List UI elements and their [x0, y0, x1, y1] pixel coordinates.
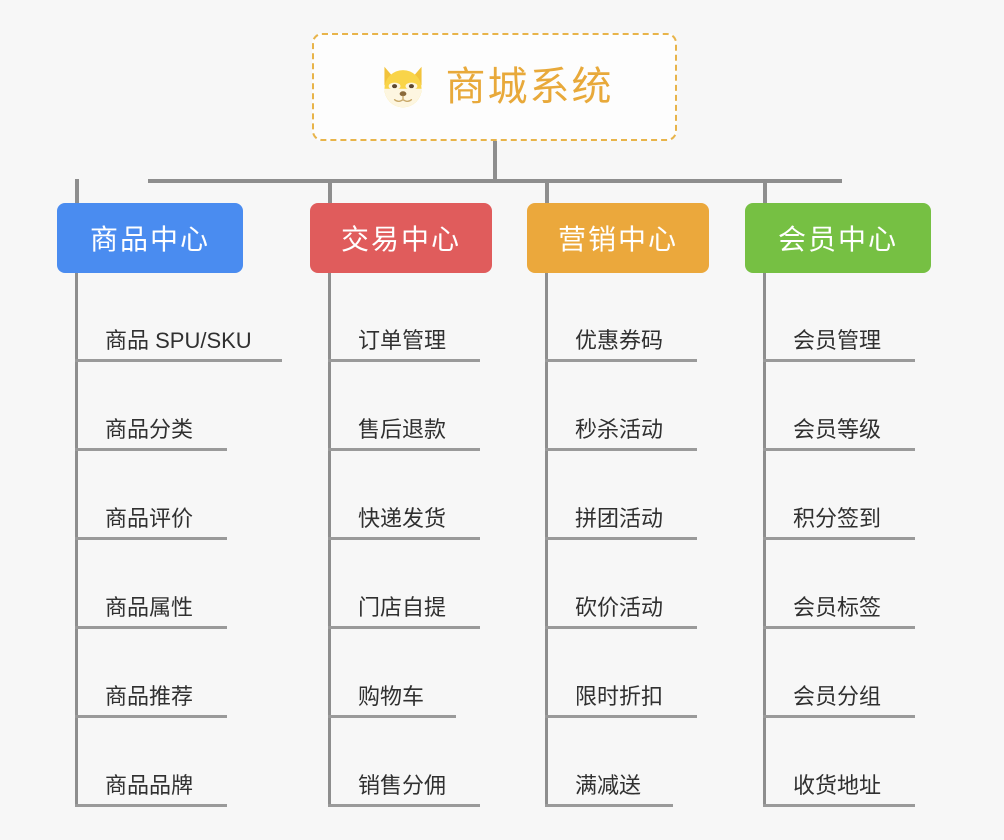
leaf-label: 限时折扣 — [575, 683, 664, 709]
leaf-item[interactable]: 限时折扣 — [545, 629, 697, 718]
leaf-item[interactable]: 商品推荐 — [75, 629, 227, 718]
leaf-label: 订单管理 — [358, 327, 447, 353]
leaf-label: 门店自提 — [358, 594, 447, 620]
leaf-label: 秒杀活动 — [575, 416, 664, 442]
connector-root-stem — [493, 141, 497, 181]
connector-drop-product-center — [75, 179, 79, 203]
leaf-item[interactable]: 商品属性 — [75, 540, 227, 629]
branch-trunk-product-center — [75, 273, 78, 807]
leaf-label: 商品属性 — [105, 594, 194, 620]
leaf-item[interactable]: 商品 SPU/SKU — [75, 273, 282, 362]
leaf-item[interactable]: 收货地址 — [763, 718, 915, 807]
leaf-underline — [75, 359, 282, 362]
leaf-item[interactable]: 秒杀活动 — [545, 362, 697, 451]
leaf-underline — [763, 448, 915, 451]
category-box-trade-center[interactable]: 交易中心 — [310, 203, 492, 273]
leaf-label: 会员标签 — [793, 594, 882, 620]
category-box-product-center[interactable]: 商品中心 — [57, 203, 243, 273]
leaf-underline — [75, 804, 227, 807]
leaf-underline — [328, 626, 480, 629]
dog-face-emoji — [383, 66, 422, 108]
leaf-underline — [545, 448, 697, 451]
leaf-item[interactable]: 会员管理 — [763, 273, 915, 362]
category-box-member-center[interactable]: 会员中心 — [745, 203, 931, 273]
leaf-item[interactable]: 商品品牌 — [75, 718, 227, 807]
root-node-content: 商城系统 — [376, 60, 614, 114]
leaf-item[interactable]: 售后退款 — [328, 362, 480, 451]
leaf-label: 拼团活动 — [575, 505, 664, 531]
leaf-underline — [545, 804, 673, 807]
category-label-marketing-center: 营销中心 — [557, 224, 678, 255]
branch-trunk-trade-center — [328, 273, 331, 807]
leaf-item[interactable]: 购物车 — [328, 629, 456, 718]
leaf-label: 商品推荐 — [105, 683, 194, 709]
leaf-label: 收货地址 — [793, 772, 882, 798]
leaf-item[interactable]: 订单管理 — [328, 273, 480, 362]
leaf-item[interactable]: 积分签到 — [763, 451, 915, 540]
connector-drop-member-center — [763, 179, 767, 203]
leaf-label: 快递发货 — [358, 505, 447, 531]
leaf-underline — [545, 715, 697, 718]
leaf-label: 会员管理 — [793, 327, 882, 353]
leaf-underline — [545, 537, 697, 540]
leaf-label: 商品 SPU/SKU — [105, 327, 252, 353]
leaf-underline — [763, 804, 915, 807]
leaf-underline — [763, 715, 915, 718]
leaf-label: 优惠券码 — [575, 327, 664, 353]
leaf-label: 会员分组 — [793, 683, 882, 709]
leaf-underline — [328, 715, 456, 718]
leaf-item[interactable]: 快递发货 — [328, 451, 480, 540]
connector-drop-trade-center — [328, 179, 332, 203]
leaf-item[interactable]: 优惠券码 — [545, 273, 697, 362]
branch-trunk-member-center — [763, 273, 766, 807]
leaf-underline — [328, 537, 480, 540]
leaf-item[interactable]: 会员等级 — [763, 362, 915, 451]
branch-trunk-marketing-center — [545, 273, 548, 807]
leaf-underline — [328, 448, 480, 451]
leaf-label: 销售分佣 — [358, 772, 447, 798]
leaf-underline — [328, 804, 480, 807]
leaf-item[interactable]: 会员分组 — [763, 629, 915, 718]
leaf-underline — [763, 626, 915, 629]
leaf-label: 购物车 — [358, 683, 425, 709]
leaf-underline — [75, 448, 227, 451]
category-box-marketing-center[interactable]: 营销中心 — [527, 203, 709, 273]
leaf-underline — [328, 359, 480, 362]
leaf-underline — [75, 715, 227, 718]
category-label-member-center: 会员中心 — [777, 224, 898, 255]
leaf-label: 满减送 — [575, 772, 642, 798]
leaf-item[interactable]: 拼团活动 — [545, 451, 697, 540]
leaf-item[interactable]: 门店自提 — [328, 540, 480, 629]
connector-horizontal-bar — [148, 179, 842, 183]
root-node[interactable]: 商城系统 — [312, 33, 677, 141]
leaf-underline — [763, 537, 915, 540]
leaf-item[interactable]: 满减送 — [545, 718, 673, 807]
leaf-item[interactable]: 商品分类 — [75, 362, 227, 451]
leaf-item[interactable]: 商品评价 — [75, 451, 227, 540]
leaf-underline — [545, 626, 697, 629]
category-label-trade-center: 交易中心 — [340, 224, 461, 255]
leaf-label: 会员等级 — [793, 416, 882, 442]
leaf-item[interactable]: 销售分佣 — [328, 718, 480, 807]
leaf-label: 砍价活动 — [575, 594, 664, 620]
leaf-label: 积分签到 — [793, 505, 882, 531]
leaf-label: 商品品牌 — [105, 772, 194, 798]
leaf-label: 售后退款 — [358, 416, 447, 442]
leaf-item[interactable]: 砍价活动 — [545, 540, 697, 629]
root-title: 商城系统 — [445, 65, 614, 109]
leaf-item[interactable]: 会员标签 — [763, 540, 915, 629]
leaf-underline — [545, 359, 697, 362]
leaf-label: 商品评价 — [105, 505, 194, 531]
leaf-label: 商品分类 — [105, 416, 194, 442]
connector-drop-marketing-center — [545, 179, 549, 203]
leaf-underline — [75, 626, 227, 629]
category-label-product-center: 商品中心 — [89, 224, 210, 255]
leaf-underline — [75, 537, 227, 540]
leaf-underline — [763, 359, 915, 362]
